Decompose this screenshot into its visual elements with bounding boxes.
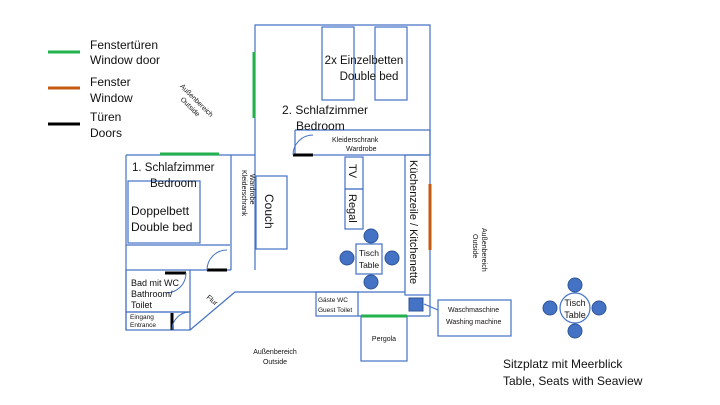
legend-window-door-de: Fenstertüren [90, 38, 158, 52]
outside-label-right: Außenbereich Outside [471, 228, 487, 272]
seat-inner-left [339, 250, 355, 266]
wardrobe-top-en: Wardrobe [346, 146, 377, 153]
hall-text: Flur [205, 294, 219, 308]
door-bedroom2-swing [292, 134, 314, 156]
seat-outer-top [567, 277, 583, 293]
entrance-frame [125, 311, 191, 331]
washer-de: Waschmaschine [448, 307, 499, 314]
bedroom2-label-de: 2. Schlafzimmer [282, 103, 368, 117]
bath-line1: Bad mit WC [131, 278, 180, 288]
seats [339, 228, 607, 339]
outside-bottom-de: Außenbereich [253, 349, 297, 356]
bedroom1-label-en: Bedroom [150, 178, 197, 190]
hall-label: Flur [205, 294, 219, 308]
openings [160, 52, 432, 331]
wall-hall [189, 291, 405, 331]
outside-bottom-en: Outside [263, 359, 287, 366]
shelf-frame [344, 188, 364, 230]
table-inner-de: Tisch [359, 248, 379, 258]
legend-window-en: Window [90, 91, 133, 105]
bedroom1-label-de: 1. Schlafzimmer [132, 162, 215, 174]
tv-text: TV [346, 164, 358, 179]
door-bedroom1-swing [206, 249, 228, 271]
labels: Außenbereich Outside 2x Einzelbetten Dou… [130, 55, 643, 388]
wall-bedroom2 [254, 24, 431, 155]
table-inner-frame [355, 243, 383, 275]
kitchen-text: Küchenzeile / Kitchenette [407, 160, 419, 284]
bath-line2: Bathroom/ [131, 289, 173, 299]
seat-outer-left [542, 300, 558, 316]
pergola-text: Pergola [372, 336, 396, 343]
kitchen-label: Küchenzeile / Kitchenette [407, 160, 419, 284]
entrance-en: Entrance [130, 322, 156, 329]
shelf-text: Regal [346, 194, 358, 223]
tv-label: TV [346, 164, 358, 179]
wardrobe-side-label: Kleiderschrank Wardrobe [240, 170, 255, 217]
table-outer-de: Tisch [564, 298, 585, 308]
couch-text: Couch [262, 194, 276, 229]
guest-wc-frame [315, 291, 359, 317]
legend-door-en: Doors [90, 126, 122, 140]
washer-connector [423, 303, 439, 311]
wardrobe-side-en: Wardrobe [248, 174, 255, 205]
legend: Fenstertüren Window door Fenster Window … [48, 38, 160, 140]
single-bed-left [321, 26, 355, 101]
kitchen-appliance-icon [408, 297, 424, 312]
wardrobe-side-de: Kleiderschrank [240, 170, 247, 217]
table-inner-en: Table [359, 260, 380, 270]
outside-right-en: Outside [471, 234, 478, 258]
outside-label-left: Außenbereich Outside [178, 83, 214, 119]
door-bathroom-swing [165, 272, 187, 294]
washer-en: Washing machine [446, 319, 501, 326]
seat-inner-right [384, 250, 400, 266]
legend-window-door-en: Window door [90, 53, 160, 67]
couch-frame [255, 175, 288, 250]
seaview-de: Sitzplatz mit Meerblick [503, 357, 623, 371]
bedroom2-label-en: Bedroom [296, 119, 345, 133]
double-bed-de: Doppelbett [131, 204, 190, 218]
beds-label-en: Double bed [340, 71, 399, 83]
legend-window-de: Fenster [90, 75, 131, 89]
seat-outer-right [591, 300, 607, 316]
seaview-en: Table, Seats with Seaview [503, 374, 643, 388]
single-bed-right [374, 26, 408, 101]
table-outer-frame [559, 292, 591, 324]
shelf-label: Regal [346, 194, 358, 223]
beds-label-de: 2x Einzelbetten [325, 55, 404, 67]
legend-door-de: Türen [90, 110, 121, 124]
double-bed-frame [127, 180, 201, 244]
entrance-de: Eingang [130, 314, 154, 321]
couch-label: Couch [262, 194, 276, 229]
seat-outer-bottom [567, 323, 583, 339]
seat-inner-top [363, 228, 379, 244]
guest-wc-de: Gäste WC [318, 297, 348, 304]
outside-right-de: Außenbereich [480, 228, 487, 272]
table-outer-en: Table [564, 310, 586, 320]
bath-line3: Toilet [131, 300, 153, 310]
seat-inner-bottom [363, 274, 379, 290]
door-entrance-swing [171, 311, 191, 331]
double-bed-en: Double bed [131, 220, 192, 234]
wardrobe-top-de: Kleiderschrank [332, 137, 379, 144]
guest-wc-en: Guest Toilet [318, 307, 352, 314]
washer-frame [437, 299, 512, 337]
